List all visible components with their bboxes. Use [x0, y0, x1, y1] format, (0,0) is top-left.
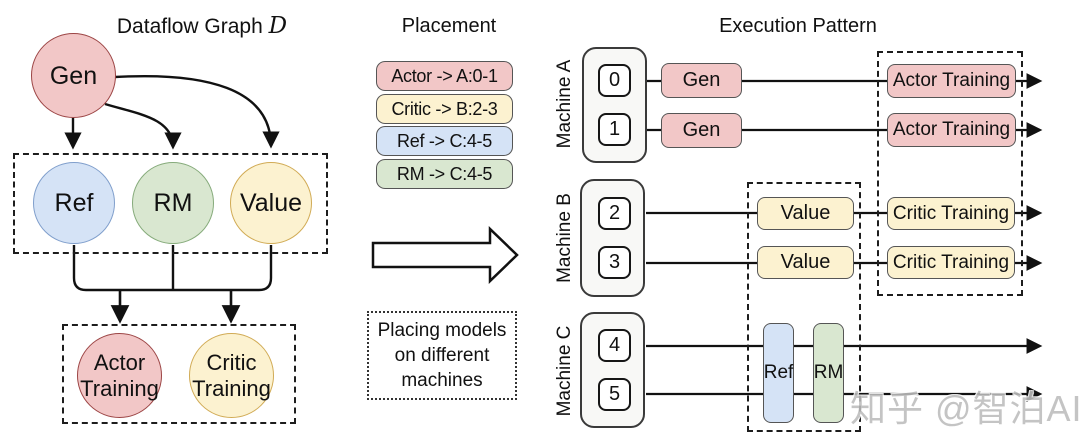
rm-node-label: RM: [153, 189, 193, 217]
machine-c-label: Machine C: [554, 325, 575, 417]
value-op-box-0-label: Value: [780, 202, 831, 224]
dataflow-title-math-symbol: D: [268, 13, 288, 39]
gen-op-box-0: Gen: [661, 63, 742, 98]
critic-training-box-0-label: Critic Training: [892, 202, 1010, 224]
placement-entry-ref-label: Ref -> C:4-5: [397, 130, 492, 151]
rm-op-box: RM: [813, 323, 844, 423]
placement-entry-rm-label: RM -> C:4-5: [396, 163, 493, 184]
gpu-2-label: 2: [608, 202, 621, 224]
gpu-0-label: 0: [608, 69, 621, 91]
gpu-1-label: 1: [608, 118, 621, 140]
gen-op-box-1: Gen: [661, 113, 742, 148]
ref-node: Ref: [33, 162, 115, 244]
critic-training-box-1: Critic Training: [887, 246, 1015, 279]
critic-training-box-0: Critic Training: [887, 197, 1015, 230]
actor-training-box-0: Actor Training: [887, 64, 1016, 98]
critic-training-node: Critic Training: [189, 333, 274, 418]
actor-training-box-1: Actor Training: [887, 113, 1016, 147]
gpu-1: 1: [598, 113, 631, 146]
ref-op-box: Ref: [763, 323, 794, 423]
gpu-0: 0: [598, 64, 631, 97]
critic-training-box-1-label: Critic Training: [892, 251, 1010, 273]
value-op-box-0: Value: [757, 197, 854, 230]
value-op-box-1-label: Value: [780, 251, 831, 273]
actor-training-node-label: Actor Training: [80, 349, 159, 401]
rm-node: RM: [132, 162, 214, 244]
gpu-2: 2: [598, 197, 631, 230]
rm-op-box-label: RM: [813, 362, 844, 383]
placement-note-text: Placing models on different machines: [377, 320, 507, 391]
ref-op-box-label: Ref: [763, 362, 794, 383]
dataflow-title: Dataflow Graph D: [102, 13, 302, 39]
machine-b-label: Machine B: [554, 193, 575, 283]
placement-entry-critic: Critic -> B:2-3: [376, 94, 513, 124]
gpu-5: 5: [598, 378, 631, 411]
placement-entry-actor: Actor -> A:0-1: [376, 61, 513, 91]
gpu-3-label: 3: [608, 251, 621, 273]
training-group-frame: [62, 324, 296, 424]
gpu-5-label: 5: [608, 383, 621, 405]
execution-inference-frame: [747, 182, 861, 432]
watermark: 知乎 @智泊AI: [850, 388, 1080, 429]
placement-entry-critic-label: Critic -> B:2-3: [391, 98, 498, 119]
value-op-box-1: Value: [757, 246, 854, 279]
machine-a-label: Machine A: [554, 59, 575, 149]
gpu-3: 3: [598, 246, 631, 279]
critic-training-node-label: Critic Training: [192, 349, 271, 401]
gen-op-box-0-label: Gen: [682, 69, 721, 91]
gen-op-box-1-label: Gen: [682, 119, 721, 141]
placement-title: Placement: [401, 15, 497, 37]
actor-training-box-0-label: Actor Training: [892, 70, 1011, 91]
ref-node-label: Ref: [54, 189, 94, 217]
value-node: Value: [230, 162, 312, 244]
inference-group-frame: [13, 153, 328, 254]
placement-entry-actor-label: Actor -> A:0-1: [391, 65, 498, 86]
actor-training-box-1-label: Actor Training: [892, 119, 1011, 140]
value-node-label: Value: [239, 189, 303, 217]
execution-title: Execution Pattern: [719, 15, 877, 37]
dataflow-title-text: Dataflow Graph: [116, 15, 263, 38]
gpu-4: 4: [598, 329, 631, 362]
gen-node: Gen: [31, 33, 116, 118]
execution-training-frame: [877, 51, 1023, 296]
gen-node-label: Gen: [49, 61, 98, 90]
placement-entry-ref: Ref -> C:4-5: [376, 126, 513, 156]
placement-entry-rm: RM -> C:4-5: [376, 159, 513, 189]
placement-note: Placing models on different machines: [367, 311, 517, 400]
gpu-4-label: 4: [608, 334, 621, 356]
actor-training-node: Actor Training: [77, 333, 162, 418]
